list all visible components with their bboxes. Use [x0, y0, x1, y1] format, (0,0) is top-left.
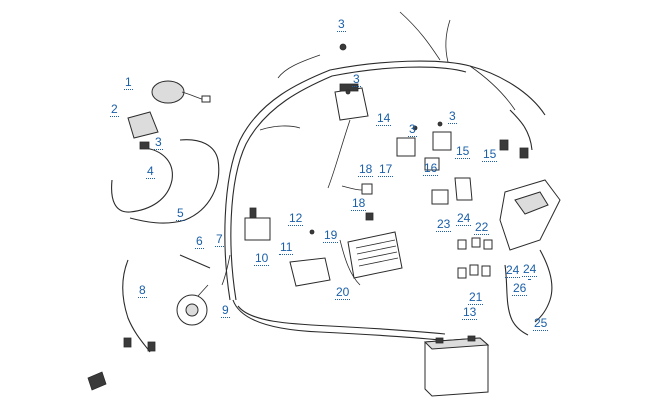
- callout-18-a[interactable]: 18: [351, 196, 367, 211]
- callout-22[interactable]: 23: [436, 217, 452, 232]
- callout-24-b[interactable]: 24: [522, 262, 538, 277]
- part-15-relay-a: [396, 137, 416, 157]
- part-3-bolt-top: [339, 43, 347, 51]
- part-12-terminal-b: [467, 335, 476, 342]
- part-4-harness: [111, 147, 173, 213]
- callout-11[interactable]: 11: [279, 240, 294, 255]
- callout-13[interactable]: 14: [376, 111, 392, 126]
- part-8-conn-a: [123, 337, 132, 348]
- harness-branch-right: [469, 65, 516, 111]
- part-14-harness: [509, 109, 533, 151]
- part-9-horn-center: [185, 303, 199, 317]
- part-8-harness: [122, 259, 151, 353]
- part-8-conn-b: [147, 341, 156, 352]
- callout-20[interactable]: 21: [468, 290, 484, 305]
- part-9-bracket: [197, 284, 209, 297]
- part-13-body: [334, 87, 369, 121]
- callout-23[interactable]: 24: [456, 211, 472, 226]
- callout-3-c[interactable]: 3: [352, 72, 361, 87]
- part-19-body: [347, 231, 403, 279]
- callout-3-e[interactable]: 3: [408, 122, 417, 137]
- part-21-conn-a: [457, 239, 467, 250]
- callout-24-c[interactable]: 25: [533, 316, 549, 331]
- part-22-body: [431, 189, 449, 205]
- harness-left-branch-3: [277, 54, 321, 79]
- part-3-bolt-11: [309, 229, 315, 235]
- main-harness-inner: [230, 66, 467, 301]
- callout-14[interactable]: 15: [482, 147, 498, 162]
- callout-16[interactable]: 17: [378, 162, 394, 177]
- callout-24-a[interactable]: 24: [505, 263, 521, 278]
- part-19-fins: [355, 239, 399, 267]
- part-11-body: [289, 257, 331, 287]
- harness-branch-10: [259, 125, 301, 131]
- callout-3-a[interactable]: 3: [154, 135, 163, 150]
- part-15-relay-b: [432, 131, 452, 151]
- harness-lower-run-2: [237, 305, 446, 335]
- part-14-body: [499, 179, 561, 251]
- callout-12[interactable]: 13: [462, 305, 478, 320]
- part-14-conn-a: [519, 147, 529, 159]
- callout-2[interactable]: 2: [110, 102, 119, 117]
- callout-19[interactable]: 20: [335, 285, 351, 300]
- harness-lower-run: [232, 299, 441, 341]
- part-1-body: [151, 80, 185, 104]
- callout-25[interactable]: 26: [512, 281, 528, 296]
- part-20-conn-c: [481, 265, 491, 277]
- part-15-relay-c: [424, 157, 440, 171]
- callout-21[interactable]: 22: [474, 220, 490, 235]
- callout-9[interactable]: 9: [221, 303, 230, 318]
- part-16-connector: [361, 183, 373, 195]
- callout-17[interactable]: 18: [358, 162, 374, 177]
- part-21-conn-b: [471, 237, 481, 248]
- callout-6[interactable]: 6: [195, 234, 204, 249]
- part-20-conn-a: [457, 267, 467, 279]
- callout-4[interactable]: 4: [146, 164, 155, 179]
- part-5-harness: [129, 139, 220, 224]
- part-3-bolt-13a: [345, 89, 351, 95]
- part-21-conn-c: [483, 239, 493, 250]
- harness-branch-19: [339, 239, 361, 286]
- callout-8[interactable]: 8: [138, 283, 147, 298]
- part-23-body: [454, 177, 473, 201]
- callout-5[interactable]: 5: [176, 206, 185, 221]
- callout-15-a[interactable]: 15: [455, 144, 471, 159]
- main-harness: [224, 60, 546, 301]
- part-26-tube: [534, 249, 553, 323]
- callout-26[interactable]: [528, 279, 530, 280]
- callout-7[interactable]: 7: [215, 232, 224, 247]
- callout-10[interactable]: 10: [254, 251, 270, 266]
- part-25-tube: [504, 264, 529, 336]
- callout-15-b[interactable]: 16: [423, 161, 439, 176]
- part-1-connector: [201, 95, 211, 103]
- harness-branch-13: [327, 119, 351, 189]
- part-2-body: [127, 111, 159, 139]
- part-17-lead: [341, 185, 363, 191]
- part-7-lead: [221, 254, 231, 286]
- part-3-bolt-15a: [412, 125, 418, 131]
- callout-1[interactable]: 1: [124, 75, 133, 90]
- part-12-terminal-a: [435, 337, 444, 344]
- part-3-small-a: [139, 141, 150, 150]
- part-6-rod: [179, 254, 211, 269]
- harness-top-branch: [399, 11, 441, 61]
- harness-top-branch-2: [445, 19, 451, 63]
- part-18-clip-a: [365, 212, 374, 221]
- part-3-bolt-15b: [437, 121, 443, 127]
- callout-3-d[interactable]: 3: [448, 109, 457, 124]
- part-10-body: [244, 217, 271, 241]
- page-corner-logo-icon: [87, 371, 107, 391]
- callout-18-b[interactable]: 19: [323, 228, 339, 243]
- part-20-conn-b: [469, 264, 479, 276]
- callout-3-b[interactable]: 3: [337, 17, 346, 32]
- part-14-conn-b: [499, 139, 509, 151]
- part-14-detail: [514, 191, 549, 215]
- part-10-top: [249, 207, 257, 219]
- callout-3-f[interactable]: 12: [288, 211, 304, 226]
